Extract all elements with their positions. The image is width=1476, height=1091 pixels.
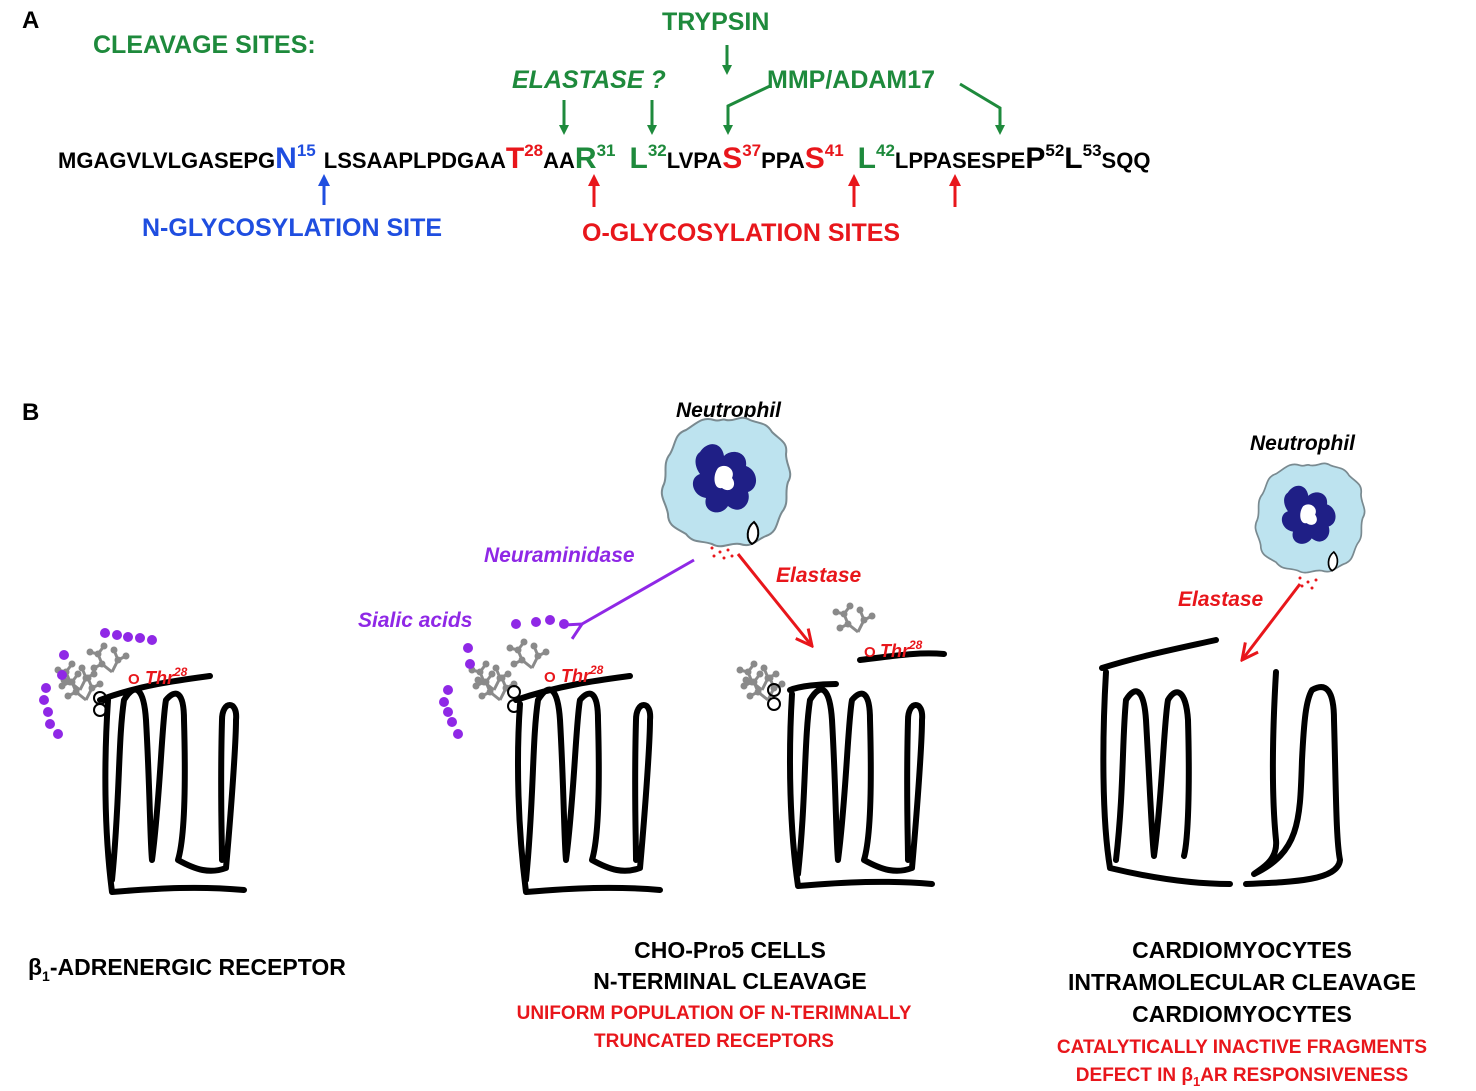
receptor-intramolecular-cleaved bbox=[1099, 637, 1343, 887]
mmp-arrow-right bbox=[959, 82, 1005, 135]
panel-a: A CLEAVAGE SITES: TRYPSIN ELASTASE ? MMP… bbox=[22, 7, 1150, 247]
seq-s41: S bbox=[805, 142, 825, 175]
cardio-caption-line2: INTRAMOLECULAR CLEAVAGE bbox=[1068, 969, 1416, 995]
neuraminidase-arrow bbox=[582, 558, 695, 624]
cardio-caption-red2: DEFECT IN β1AR RESPONSIVENESS bbox=[1076, 1065, 1408, 1089]
neuraminidase-label: Neuraminidase bbox=[484, 544, 635, 567]
neutrophil-cell-2 bbox=[1254, 462, 1366, 574]
seq-p52: P bbox=[1025, 142, 1045, 175]
sialic-acids-label: Sialic acids bbox=[358, 609, 472, 632]
seq-l53: L bbox=[1064, 142, 1082, 175]
o-glycosylation-label: O-GLYCOSYLATION SITES bbox=[582, 219, 900, 247]
seq-t28-sup: 28 bbox=[524, 141, 543, 160]
seq-s37: S bbox=[722, 142, 742, 175]
sialic-acid-dots bbox=[39, 628, 157, 739]
seq-n15: N bbox=[275, 142, 297, 175]
cho-caption-red2: TRUNCATED RECEPTORS bbox=[594, 1031, 834, 1052]
receptor-intact: O Thr28 bbox=[39, 628, 247, 895]
o-label: O bbox=[544, 669, 556, 686]
seq-part: MGAGVLVLGASEPG bbox=[58, 148, 275, 173]
sialic-acid-dots bbox=[439, 615, 569, 739]
neutrophil-label-2: Neutrophil bbox=[1250, 432, 1356, 455]
seq-l42-sup: 42 bbox=[876, 141, 895, 160]
cho-caption-red1: UNIFORM POPULATION OF N-TERIMNALLY bbox=[517, 1003, 912, 1024]
seq-s37-sup: 37 bbox=[742, 141, 761, 160]
cleavage-sites-title: CLEAVAGE SITES: bbox=[93, 31, 316, 59]
receptor-caption: β1-ADRENERGIC RECEPTOR bbox=[28, 954, 346, 984]
seq-r31: R bbox=[575, 142, 597, 175]
o-label: O bbox=[128, 671, 140, 688]
seq-part: LVPA bbox=[667, 148, 723, 173]
seq-part: LPPASESPE bbox=[895, 148, 1025, 173]
cardio-caption-line1: CARDIOMYOCYTES bbox=[1132, 937, 1352, 963]
seq-t28: T bbox=[506, 142, 524, 175]
seq-l53-sup: 53 bbox=[1083, 141, 1102, 160]
neutrophil-label-1: Neutrophil bbox=[676, 399, 782, 422]
seq-l32: L bbox=[630, 142, 648, 175]
cho-caption-line2: N-TERMINAL CLEAVAGE bbox=[593, 968, 866, 994]
thr28-label: Thr28 bbox=[880, 638, 923, 661]
receptor-desialylated: O Thr28 bbox=[439, 615, 663, 895]
elastase-label-1: Elastase bbox=[776, 564, 862, 587]
elastase-label-2: Elastase bbox=[1178, 588, 1264, 611]
panel-b-label: B bbox=[22, 399, 39, 426]
elastase-arrow-2 bbox=[1242, 583, 1302, 660]
seq-p52-sup: 52 bbox=[1045, 141, 1064, 160]
mmp-arrow-left bbox=[723, 84, 771, 135]
n-glycosylation-label: N-GLYCOSYLATION SITE bbox=[142, 214, 442, 242]
cardio-caption-line3: CARDIOMYOCYTES bbox=[1132, 1001, 1352, 1027]
elastase-arrow-1 bbox=[736, 553, 812, 646]
seq-n15-sup: 15 bbox=[297, 141, 316, 160]
thr28-label: Thr28 bbox=[145, 665, 188, 688]
panel-a-label: A bbox=[22, 7, 39, 34]
seq-part: AA bbox=[543, 148, 575, 173]
granule-release-2 bbox=[1298, 576, 1318, 590]
receptor-n-terminally-cleaved: O Thr28 bbox=[735, 601, 947, 889]
trypsin-label: TRYPSIN bbox=[662, 8, 769, 36]
elastase-question-label: ELASTASE ? bbox=[512, 66, 666, 94]
seq-part: PPA bbox=[761, 148, 805, 173]
o-label: O bbox=[864, 644, 876, 661]
seq-l42: L bbox=[858, 142, 876, 175]
mmp-adam17-label: MMP/ADAM17 bbox=[767, 66, 935, 94]
granule-release-1 bbox=[710, 546, 734, 560]
seq-s41-sup: 41 bbox=[825, 141, 844, 160]
seq-part: SQQ bbox=[1102, 148, 1151, 173]
cardio-caption-red1: CATALYTICALLY INACTIVE FRAGMENTS bbox=[1057, 1037, 1427, 1058]
cho-caption-line1: CHO-Pro5 CELLS bbox=[634, 937, 826, 963]
seq-l32-sup: 32 bbox=[648, 141, 667, 160]
neutrophil-cell-1 bbox=[660, 416, 792, 548]
panel-b: B O Thr28 β1-ADRENERGIC RECEPTOR Neutrop… bbox=[22, 399, 1427, 1089]
seq-part: LSSAAPLPDGAA bbox=[324, 148, 506, 173]
thr28-label: Thr28 bbox=[561, 663, 604, 686]
seq-r31-sup: 31 bbox=[597, 141, 616, 160]
